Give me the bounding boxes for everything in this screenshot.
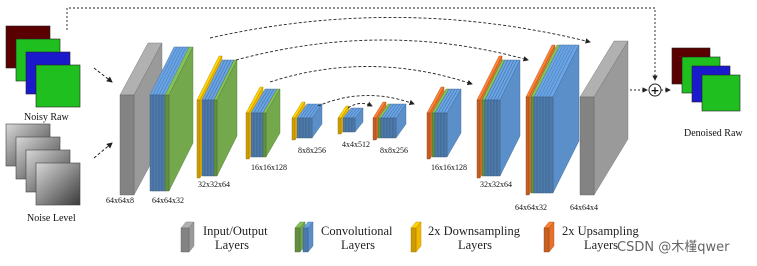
noisy-raw-image-3 (35, 64, 81, 108)
enc4-slab-0-front (296, 117, 301, 139)
noise-level-label: Noise Level (27, 213, 76, 224)
enc4-slab-3-front (305, 117, 310, 139)
dec3-slab-0-front (431, 112, 436, 158)
dec3-slab-1-front (434, 112, 439, 158)
legend-up-icon-front (543, 227, 550, 253)
dec4-slab-5-front (392, 117, 397, 139)
dim-label-input: 64x64x8 (106, 196, 134, 205)
global-residual-connection (66, 7, 658, 81)
dim-label-dec1: 64x64x32 (515, 203, 547, 212)
dec4-slab-3-front (386, 117, 391, 139)
enc3-slab-2-front (256, 112, 261, 158)
output-io-layer-front (579, 96, 595, 196)
dec2-slab-1-front (484, 99, 489, 177)
noise-level-image-3 (35, 162, 81, 206)
dec4-slab-1-front (380, 117, 385, 139)
dec4-up-front (372, 117, 377, 141)
dec2-up-front (476, 99, 481, 179)
enc2-slab-1-front (204, 99, 209, 177)
input-arrow-bottom (93, 142, 113, 159)
dec2-slab-2-front (487, 99, 492, 177)
dim-label-enc1: 64x64x32 (152, 196, 184, 205)
enc3-slab-4-front (262, 112, 267, 158)
dec3-up-front (426, 112, 431, 160)
dim-label-enc2: 32x32x64 (198, 180, 230, 189)
dec3-slab-3-front (440, 112, 445, 158)
dim-label-dec3: 16x16x128 (431, 163, 467, 172)
enc4-slab-4-front (308, 117, 313, 139)
input-io-layer-front (119, 94, 135, 196)
skip-arc-5 (347, 101, 373, 109)
skip-arc-1 (209, 17, 591, 44)
legend-down-icon-front (410, 227, 417, 253)
enc4-slab-2-front (302, 117, 307, 139)
dec2-slab-5-front (496, 99, 501, 177)
dec4-slab-2-front (383, 117, 388, 139)
dim-label-enc3: 16x16x128 (251, 163, 287, 172)
enc2-slab-3-front (210, 99, 215, 177)
dec1-slab-6-front (548, 96, 554, 194)
dec2-slab-4-front (493, 99, 498, 177)
enc3-slab-3-front (259, 112, 264, 158)
bottleneck-slab-0-front (342, 117, 347, 133)
dec3-slab-2-front (437, 112, 442, 158)
bottleneck-down-front (337, 117, 342, 135)
plus-symbol: + (650, 84, 659, 97)
legend-conv-icon-green-front (294, 227, 301, 253)
enc3-down-front (245, 112, 250, 160)
dec2-slab-3-front (490, 99, 495, 177)
skip-arc-4 (317, 95, 415, 107)
denoised-raw-label: Denoised Raw (684, 128, 743, 139)
dim-label-bottleneck: 4x4x512 (342, 140, 370, 149)
enc1-slab-5-front (164, 94, 170, 192)
enc2-down-front (196, 99, 201, 179)
dec4-slab-4-front (389, 117, 394, 139)
enc3-slab-1-front (253, 112, 258, 158)
dim-label-dec4: 8x8x256 (380, 146, 408, 155)
watermark: CSDN @木槿qwer (617, 240, 730, 255)
enc4-down-front (291, 117, 296, 141)
dim-label-dec2: 32x32x64 (480, 180, 512, 189)
denoised-raw-image-3 (701, 74, 741, 112)
enc3-slab-0-front (250, 112, 255, 158)
dim-label-output: 64x64x4 (570, 203, 598, 212)
enc4-slab-1-front (299, 117, 304, 139)
enc2-slab-4-front (213, 99, 218, 177)
legend-conv-icon-blue-front (302, 227, 309, 253)
dim-label-enc4: 8x8x256 (298, 146, 326, 155)
dec2-slab-0-front (481, 99, 486, 177)
enc2-slab-0-front (201, 99, 206, 177)
legend-io-icon-front (180, 227, 190, 253)
bottleneck-slab-1-front (345, 117, 350, 133)
noisy-raw-label: Noisy Raw (24, 112, 69, 123)
dec3-slab-4-front (443, 112, 448, 158)
skip-arc-3 (269, 66, 473, 86)
dec1-up-front (525, 96, 530, 196)
input-arrow-top (93, 67, 113, 83)
dec4-slab-0-front (377, 117, 382, 139)
bottleneck-slab-3-front (351, 117, 356, 133)
bottleneck-slab-2-front (348, 117, 353, 133)
skip-arc-2 (235, 39, 529, 62)
enc2-slab-2-front (207, 99, 212, 177)
